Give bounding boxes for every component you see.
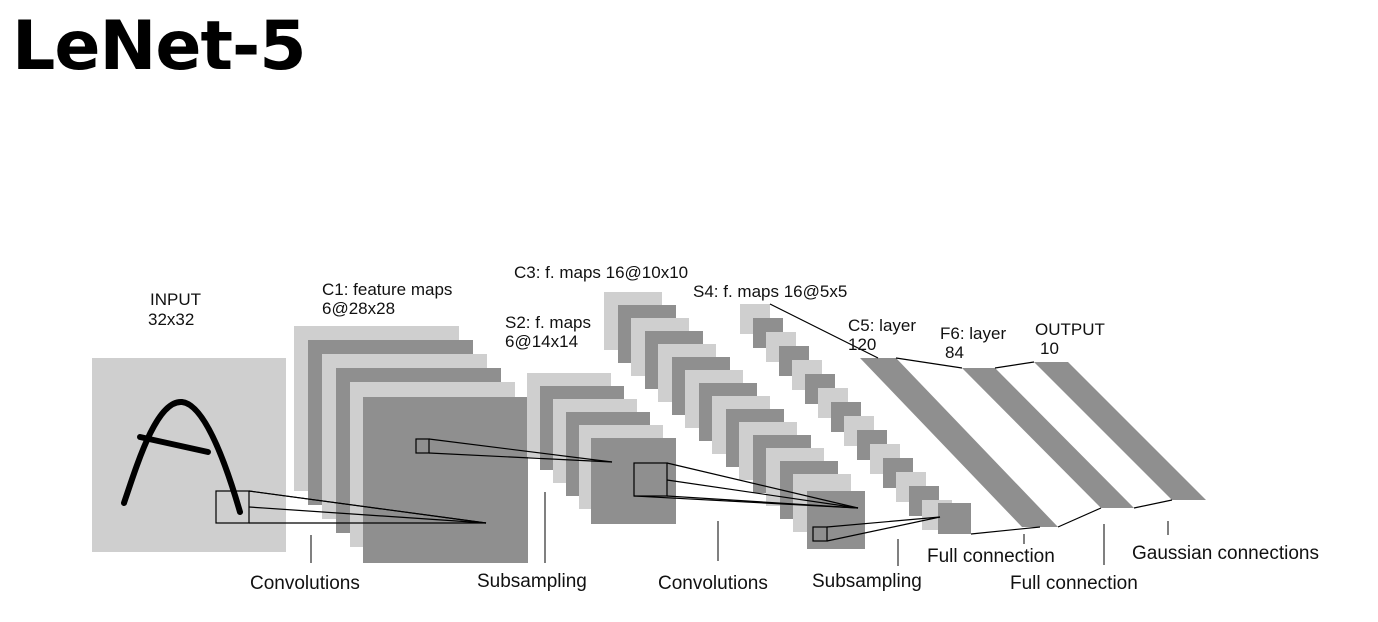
f6-layer xyxy=(962,368,1134,508)
c3-feature-maps xyxy=(604,292,865,549)
connection-lines xyxy=(248,303,1173,542)
operation-caption: Full connection xyxy=(1010,573,1138,594)
connection-line xyxy=(666,479,859,509)
c3-label: C3: f. maps 16@10x10 xyxy=(514,263,688,282)
connection-line xyxy=(1057,507,1102,528)
connection-line xyxy=(994,361,1035,369)
connection-line xyxy=(826,516,941,528)
connection-line xyxy=(666,462,859,509)
operation-ticks xyxy=(310,492,1169,566)
operation-caption: Subsampling xyxy=(812,571,922,592)
c5-size-label: 120 xyxy=(848,335,876,354)
connection-line xyxy=(428,438,613,463)
output-size-label: 10 xyxy=(1040,339,1059,358)
operation-caption: Subsampling xyxy=(477,571,587,592)
s2-label: S2: f. maps xyxy=(505,313,591,332)
output-label: OUTPUT xyxy=(1035,320,1105,339)
s4-label: S4: f. maps 16@5x5 xyxy=(693,282,847,301)
output-layer xyxy=(1034,362,1206,500)
c5-layer xyxy=(860,358,1058,527)
c5-label: C5: layer xyxy=(848,316,916,335)
c1-size-label: 6@28x28 xyxy=(322,299,395,318)
connection-line xyxy=(248,490,487,524)
c1-label: C1: feature maps xyxy=(322,280,452,299)
c3-receptive-field xyxy=(812,526,828,542)
connection-line xyxy=(769,303,879,359)
input-size-label: 32x32 xyxy=(148,310,194,329)
connection-line xyxy=(1133,499,1173,509)
operation-caption: Convolutions xyxy=(250,573,360,594)
input-layer xyxy=(92,358,286,552)
input-plane xyxy=(92,358,286,552)
connection-line xyxy=(248,506,487,524)
connection-line xyxy=(826,516,941,542)
c3-map xyxy=(807,491,865,549)
s2-feature-maps xyxy=(527,373,676,524)
s2-size-label: 6@14x14 xyxy=(505,332,578,351)
f6-size-label: 84 xyxy=(945,343,964,362)
handwritten-letter-a-crossbar xyxy=(137,434,211,455)
connection-line xyxy=(633,495,859,509)
s2-receptive-field xyxy=(633,462,668,497)
s4-map xyxy=(938,503,971,534)
operation-caption: Gaussian connections xyxy=(1132,543,1319,564)
c1-map xyxy=(363,397,528,563)
page-title: LeNet-5 xyxy=(12,7,307,86)
connection-line xyxy=(428,452,613,463)
connection-line xyxy=(895,357,963,369)
s4-feature-maps xyxy=(740,304,971,534)
connection-line xyxy=(970,526,1041,535)
input-label: INPUT xyxy=(150,290,201,309)
operation-caption: Full connection xyxy=(927,546,1055,567)
operation-caption: Convolutions xyxy=(658,573,768,594)
f6-label: F6: layer xyxy=(940,324,1006,343)
c1-receptive-field xyxy=(415,438,430,454)
c1-feature-maps xyxy=(294,326,528,563)
handwritten-letter-a xyxy=(121,399,243,515)
